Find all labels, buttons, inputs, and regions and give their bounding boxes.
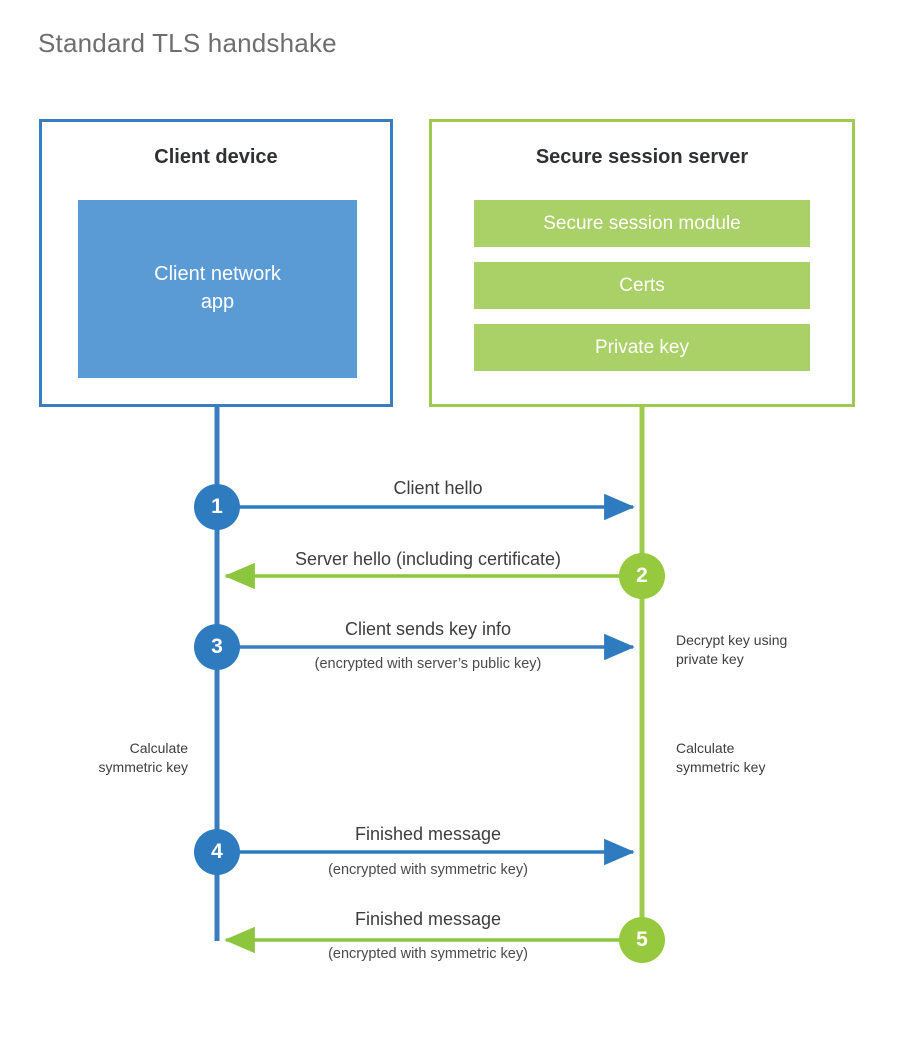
secure-session-server-title: Secure session server xyxy=(535,146,749,168)
step-3-sublabel: (encrypted with server’s public key) xyxy=(314,656,542,672)
client-network-app-label: Client network app xyxy=(154,263,281,313)
step-bubble-1[interactable]: 1 xyxy=(194,484,240,530)
step-2-label: Server hello (including certificate) xyxy=(294,549,562,569)
step-3-label: Client sends key info xyxy=(344,619,512,639)
client-device-title: Client device xyxy=(154,146,278,168)
annotation-client-calculate-symmetric-key: Calculate symmetric key xyxy=(98,740,188,775)
step-bubble-5[interactable]: 5 xyxy=(619,917,665,963)
step-1-label: Client hello xyxy=(393,478,483,498)
page-title: Standard TLS handshake xyxy=(38,28,337,58)
secure-session-module-block: Secure session module xyxy=(474,200,810,247)
annotation-decrypt-key: Decrypt key using private key xyxy=(676,632,788,667)
step-bubble-2[interactable]: 2 xyxy=(619,553,665,599)
private-key-block: Private key xyxy=(474,324,810,371)
step-4-label: Finished message xyxy=(354,824,502,844)
annotation-server-calculate-symmetric-key: Calculate symmetric key xyxy=(676,740,766,775)
certs-block: Certs xyxy=(474,262,810,309)
client-network-app-block: Client network app xyxy=(78,200,357,378)
client-device-box: Client device Client network app xyxy=(39,119,393,407)
step-5-sublabel: (encrypted with symmetric key) xyxy=(328,946,528,962)
step-4-sublabel: (encrypted with symmetric key) xyxy=(328,862,528,878)
step-5-label: Finished message xyxy=(354,909,502,929)
secure-session-server-box: Secure session server Secure session mod… xyxy=(429,119,855,407)
step-bubble-3[interactable]: 3 xyxy=(194,624,240,670)
step-bubble-4[interactable]: 4 xyxy=(194,829,240,875)
